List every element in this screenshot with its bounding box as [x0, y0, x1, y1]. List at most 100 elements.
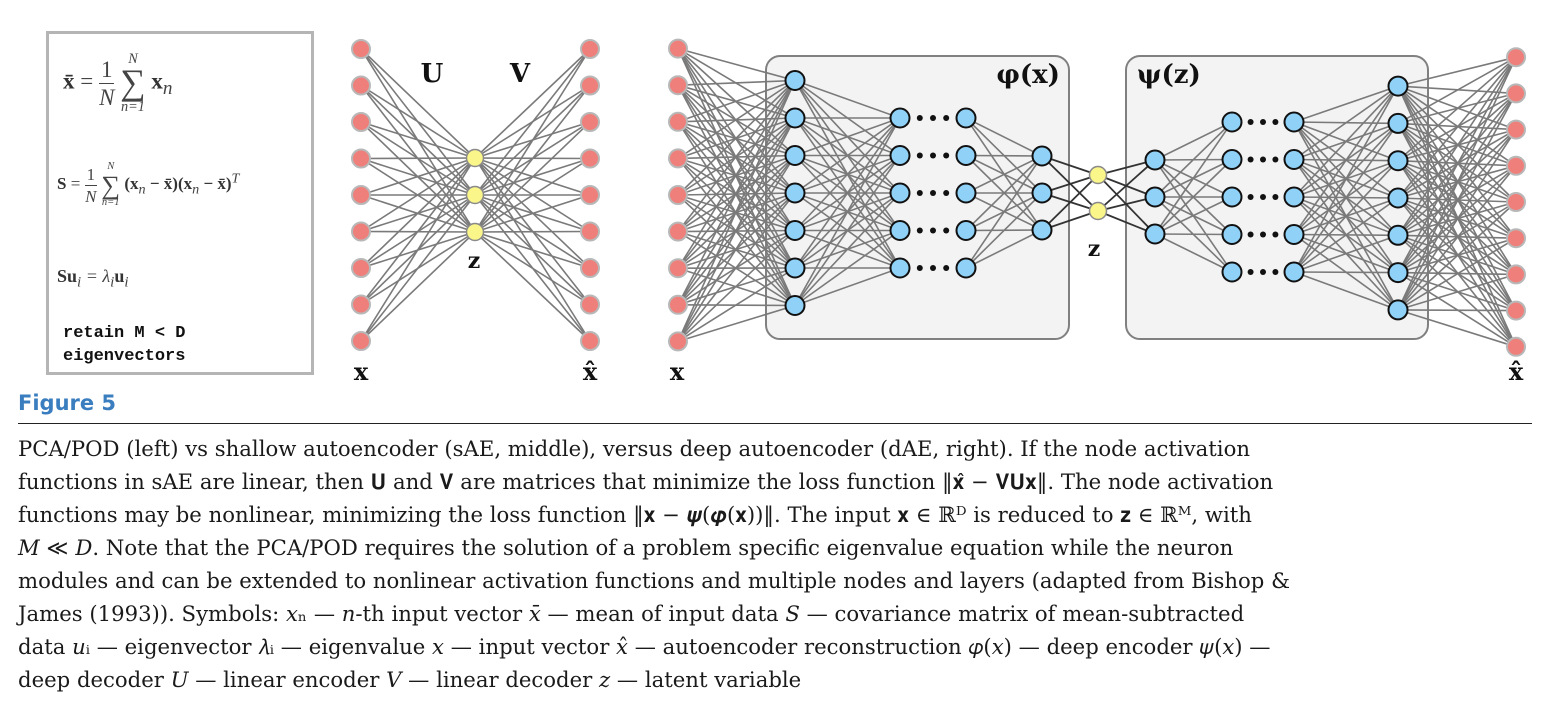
ellipsis-dot — [943, 152, 950, 159]
edge — [677, 47, 796, 82]
caption-line: data 𝑢ᵢ — eigenvector 𝜆ᵢ — eigenvalue 𝑥 … — [18, 634, 1271, 659]
edge — [360, 84, 476, 159]
caption-line: PCA/POD (left) vs shallow autoencoder (s… — [18, 436, 1250, 461]
edge — [1397, 165, 1517, 311]
output-node — [580, 148, 600, 169]
ellipsis-dot — [930, 227, 936, 234]
edge — [360, 194, 476, 342]
input-node — [668, 38, 688, 59]
edge — [1293, 85, 1399, 235]
input-node — [351, 221, 371, 242]
edge — [1293, 85, 1399, 123]
edge — [1397, 56, 1517, 273]
edge — [1293, 197, 1399, 273]
output-node — [580, 185, 600, 205]
output-node — [1506, 300, 1526, 321]
latent-node — [465, 185, 485, 205]
caption-divider — [18, 423, 1532, 424]
edge — [360, 157, 476, 196]
edge — [1154, 196, 1233, 235]
ellipsis-dot — [930, 115, 936, 121]
hidden-node — [1031, 182, 1053, 204]
input-node — [668, 331, 688, 352]
output-node — [1506, 228, 1526, 249]
edge — [474, 85, 591, 233]
caption-line: modules and can be extended to nonlinear… — [18, 568, 1290, 593]
output-node — [580, 258, 600, 278]
label-V: V — [509, 59, 531, 89]
hidden-node — [1387, 150, 1409, 172]
latent-node — [1088, 201, 1108, 221]
edge — [677, 79, 796, 123]
hidden-node — [1387, 299, 1409, 321]
input-node — [351, 112, 371, 132]
ellipsis-dot — [1272, 119, 1279, 125]
edge — [474, 48, 591, 159]
edge — [965, 229, 1043, 269]
ellipsis-dot — [930, 152, 936, 159]
edge — [1293, 122, 1399, 273]
ellipsis-dot — [1247, 119, 1254, 125]
latent-node — [465, 148, 485, 168]
edge — [360, 157, 476, 160]
edge — [1293, 271, 1399, 274]
hidden-node — [1283, 186, 1305, 208]
edge — [1397, 56, 1517, 125]
edge — [1293, 234, 1399, 273]
hidden-node — [1283, 261, 1305, 283]
hidden-node — [1387, 75, 1409, 97]
caption-line: James (1993)). Symbols: 𝑥ₙ — 𝑛-th input … — [18, 601, 1245, 626]
edge — [474, 230, 591, 233]
edge — [1154, 121, 1233, 161]
input-node — [668, 148, 688, 169]
edge — [1397, 237, 1517, 311]
ellipsis-dot — [1272, 231, 1279, 238]
edge — [794, 117, 901, 232]
edge — [474, 231, 591, 342]
edge — [965, 155, 1043, 194]
latent-node — [465, 222, 485, 242]
ellipsis-dot — [1260, 269, 1266, 275]
hidden-node — [889, 107, 911, 129]
ellipsis-dot — [930, 190, 936, 196]
hidden-node — [784, 182, 806, 204]
edge — [677, 80, 796, 342]
edge — [360, 48, 476, 159]
edge — [794, 229, 901, 307]
figure-caption: PCA/POD (left) vs shallow autoencoder (s… — [18, 432, 1538, 696]
ellipsis-dot — [1272, 156, 1279, 163]
edge — [474, 48, 591, 233]
hidden-node — [955, 145, 977, 166]
label-xhat-deep: x̂ — [1509, 357, 1524, 386]
hidden-node — [889, 145, 911, 166]
hidden-node — [1387, 224, 1409, 246]
edge — [965, 192, 1043, 269]
ellipsis-dot — [943, 265, 950, 271]
edge — [1397, 56, 1517, 199]
hidden-node — [1221, 186, 1243, 208]
output-node — [1506, 336, 1526, 357]
edge — [360, 121, 476, 159]
edge — [965, 155, 1043, 269]
input-node — [668, 111, 688, 132]
input-node — [351, 331, 371, 351]
hidden-node — [784, 70, 806, 91]
label-decoder-psi: ψ(z) — [1137, 60, 1201, 90]
input-node — [668, 221, 688, 242]
input-node — [668, 294, 688, 315]
label-xhat-shallow: x̂ — [583, 357, 598, 386]
ellipsis-dot — [916, 227, 923, 234]
edge — [794, 117, 901, 269]
label-z-shallow: z — [468, 248, 481, 274]
hidden-node — [889, 182, 911, 204]
ellipsis-dot — [943, 115, 950, 121]
caption-line: functions in sAE are linear, then 𝐔 and … — [18, 469, 1274, 494]
edge — [677, 267, 796, 343]
autoencoder-diagram: U V z x x̂ φ(x) ψ(z) z x x̂ — [351, 38, 1526, 386]
edge — [1397, 93, 1517, 311]
edge — [677, 79, 796, 160]
label-x-deep: x — [670, 357, 685, 386]
label-U: U — [421, 59, 444, 89]
